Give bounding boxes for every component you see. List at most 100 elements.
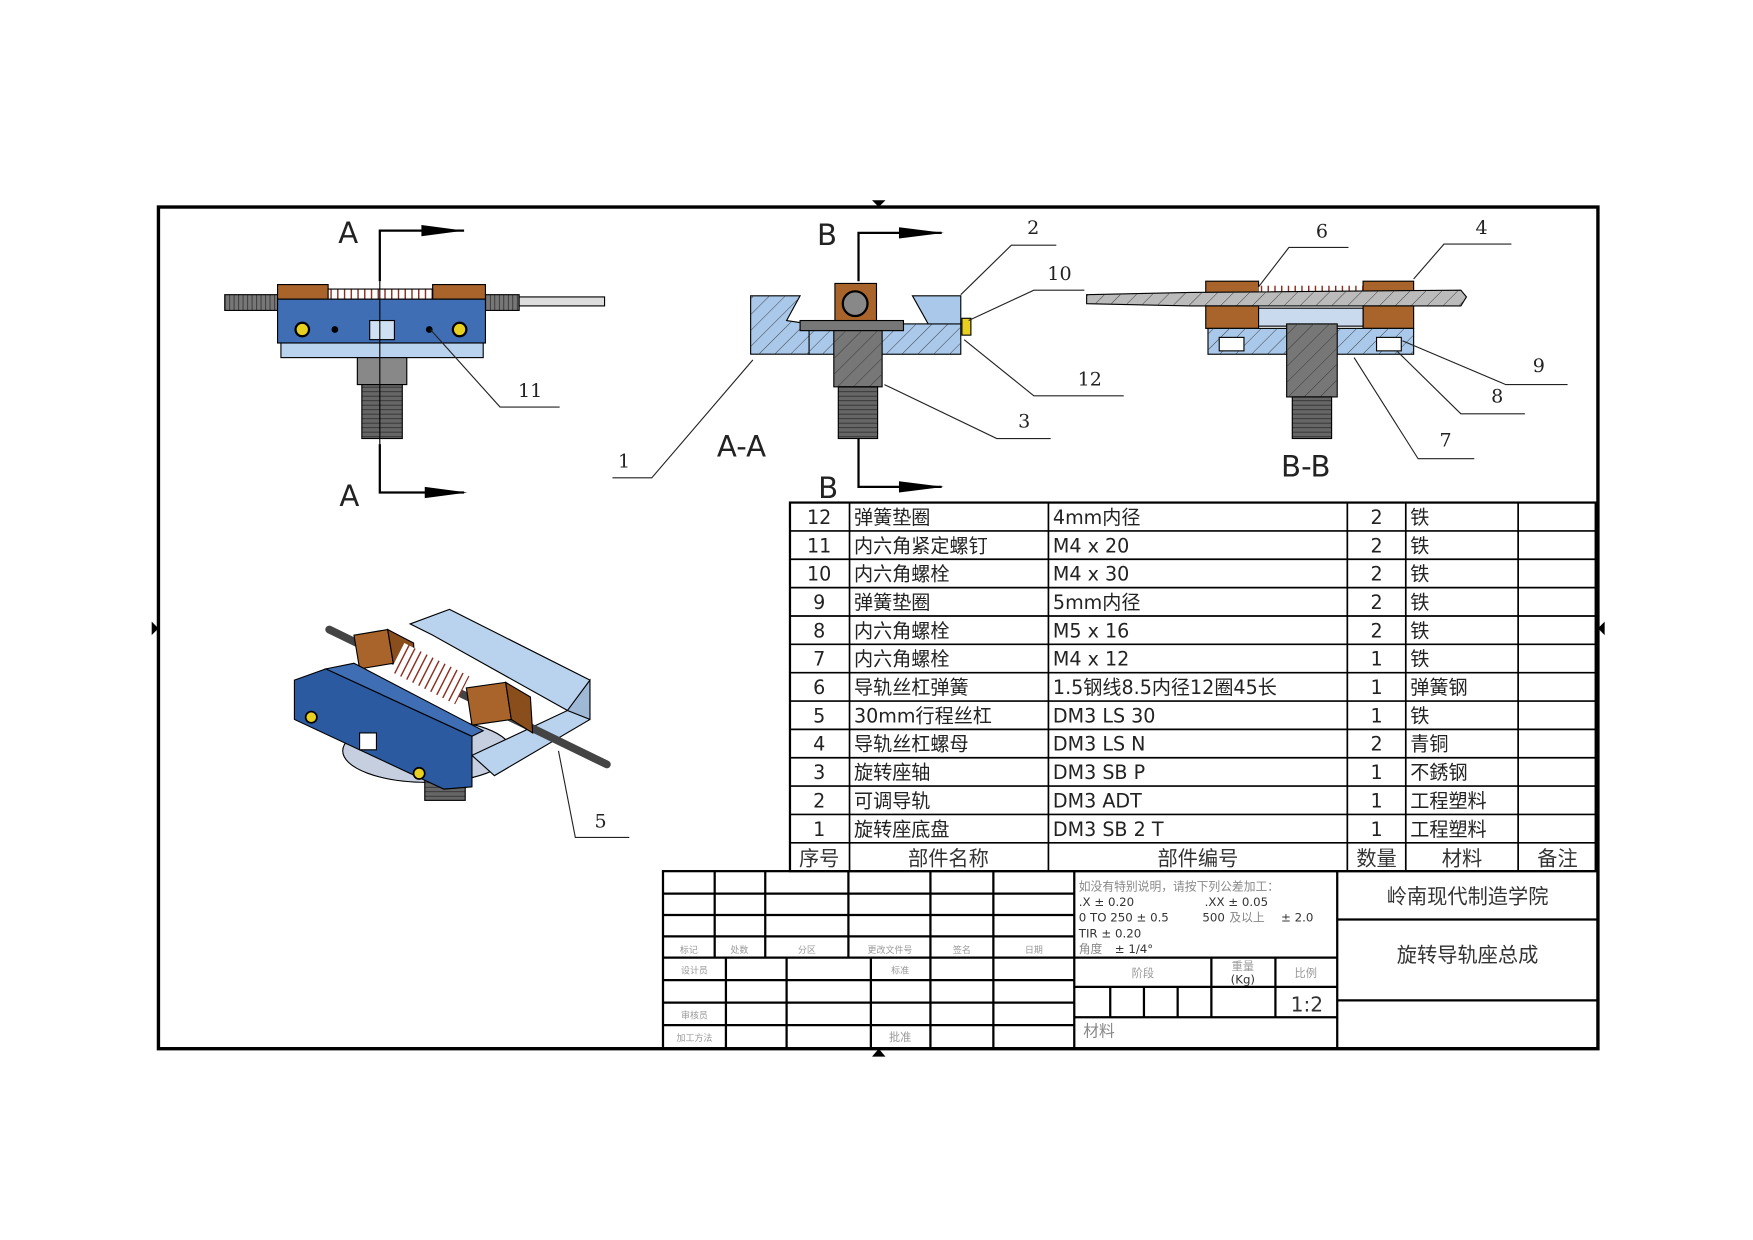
cell-name: 弹簧垫圈 bbox=[854, 591, 930, 614]
cell-no: 6 bbox=[813, 676, 825, 699]
cell-material: 不銹钢 bbox=[1410, 761, 1467, 784]
table-row: 2 可调导轨 DM3 ADT 1 工程塑料 bbox=[813, 789, 1487, 812]
header-no: 序号 bbox=[799, 847, 839, 871]
cell-name: 可调导轨 bbox=[854, 789, 930, 812]
cell-code: DM3 SB P bbox=[1053, 761, 1145, 784]
cell-qty: 1 bbox=[1370, 818, 1382, 841]
cell-name: 内六角紧定螺钉 bbox=[854, 534, 988, 557]
cell-name: 30mm行程丝杠 bbox=[854, 704, 992, 727]
balloon-8: 8 bbox=[1491, 385, 1503, 408]
view-label-bb: B-B bbox=[1281, 450, 1331, 484]
balloon-10: 10 bbox=[1047, 262, 1071, 285]
cell-material: 铁 bbox=[1410, 563, 1429, 586]
front-view bbox=[224, 281, 606, 445]
cell-no: 7 bbox=[813, 648, 825, 671]
cell-qty: 2 bbox=[1370, 563, 1382, 586]
label-standard: 标准 bbox=[891, 964, 909, 976]
cell-material: 铁 bbox=[1410, 619, 1429, 642]
section-label-a-bottom: A bbox=[339, 479, 359, 513]
leader-5: 5 bbox=[557, 750, 630, 839]
cell-code: DM3 SB 2 T bbox=[1053, 818, 1164, 841]
label-process: 加工方法 bbox=[677, 1032, 713, 1044]
cell-qty: 1 bbox=[1370, 704, 1382, 727]
cell-name: 导轨丝杠弹簧 bbox=[854, 676, 969, 699]
tolerance-range2-cn: 及以上 bbox=[1229, 911, 1265, 925]
section-label-a-top: A bbox=[338, 216, 358, 250]
balloon-1: 1 bbox=[618, 450, 630, 473]
drawing-title: 旋转导轨座总成 bbox=[1397, 943, 1539, 967]
leaders-bb: 6 4 9 8 7 bbox=[1258, 216, 1568, 460]
tolerance-range2-tol: ± 2.0 bbox=[1281, 911, 1313, 925]
leaders-aa: 2 10 12 3 1 bbox=[612, 216, 1124, 479]
cell-qty: 1 bbox=[1370, 676, 1382, 699]
cell-code: DM3 ADT bbox=[1053, 789, 1142, 812]
cell-qty: 1 bbox=[1370, 648, 1382, 671]
balloon-4: 4 bbox=[1475, 216, 1487, 239]
cell-qty: 2 bbox=[1370, 733, 1382, 756]
cell-qty: 1 bbox=[1370, 789, 1382, 812]
table-row: 6 导轨丝杠弹簧 1.5钢线8.5内径12圈45长 1 弹簧钢 bbox=[813, 676, 1467, 699]
school-name: 岭南现代制造学院 bbox=[1387, 885, 1549, 909]
section-label-b-bottom: B bbox=[818, 471, 838, 505]
label-approve: 批准 bbox=[889, 1030, 911, 1044]
cell-no: 10 bbox=[807, 563, 831, 586]
cell-qty: 2 bbox=[1370, 591, 1382, 614]
cell-material: 工程塑料 bbox=[1410, 789, 1486, 812]
tolerance-angle: ± 1/4° bbox=[1115, 942, 1153, 956]
label-weight-unit: (Kg) bbox=[1231, 973, 1255, 987]
section-bb-view: B-B bbox=[1086, 280, 1468, 484]
header-remark: 备注 bbox=[1537, 847, 1577, 871]
label-reviewer: 审核员 bbox=[681, 1009, 708, 1021]
cell-code: 4mm内径 bbox=[1053, 506, 1141, 529]
cell-qty: 2 bbox=[1370, 534, 1382, 557]
leader-11: 11 bbox=[429, 329, 560, 408]
cell-name: 内六角螺栓 bbox=[854, 563, 949, 586]
balloon-6: 6 bbox=[1316, 219, 1328, 242]
label-material: 材料 bbox=[1083, 1021, 1115, 1040]
cell-no: 11 bbox=[807, 534, 831, 557]
cell-code: M4 x 12 bbox=[1053, 648, 1129, 671]
cell-no: 2 bbox=[813, 789, 825, 812]
cell-no: 8 bbox=[813, 619, 825, 642]
balloon-9: 9 bbox=[1533, 354, 1545, 377]
tolerance-note: 如没有特别说明，请按下列公差加工： bbox=[1079, 879, 1279, 893]
label-designer: 设计员 bbox=[681, 964, 708, 976]
title-block: 标记 处数 分区 更改文件号 签名 日期 设计员 标准 审核员 加工方法 批准 … bbox=[661, 870, 1600, 1050]
cell-material: 弹簧钢 bbox=[1410, 676, 1467, 699]
header-code: 部件编号 bbox=[1157, 847, 1238, 871]
cell-code: 1.5钢线8.5内径12圈45长 bbox=[1053, 676, 1277, 699]
cell-qty: 2 bbox=[1370, 619, 1382, 642]
balloon-3: 3 bbox=[1018, 409, 1030, 432]
cell-code: DM3 LS N bbox=[1053, 733, 1146, 756]
cell-qty: 2 bbox=[1370, 506, 1382, 529]
isometric-view bbox=[293, 608, 611, 801]
cell-no: 9 bbox=[813, 591, 825, 614]
tolerance-angle-cn: 角度 bbox=[1079, 942, 1103, 956]
cell-name: 旋转座底盘 bbox=[854, 818, 949, 841]
cell-name: 内六角螺栓 bbox=[854, 648, 949, 671]
center-marks bbox=[151, 200, 1605, 1057]
label-scale: 比例 bbox=[1295, 966, 1317, 980]
cell-code: M4 x 20 bbox=[1053, 534, 1129, 557]
parts-table-header: 序号 部件名称 部件编号 数量 材料 备注 bbox=[799, 847, 1578, 871]
label-sign: 签名 bbox=[953, 944, 971, 956]
balloon-12: 12 bbox=[1078, 368, 1102, 391]
section-label-b-top: B bbox=[817, 218, 837, 252]
cell-material: 青铜 bbox=[1410, 733, 1448, 756]
label-date: 日期 bbox=[1025, 945, 1043, 956]
cell-no: 12 bbox=[807, 506, 831, 529]
label-zone: 分区 bbox=[798, 945, 816, 956]
cell-no: 1 bbox=[813, 818, 825, 841]
cell-qty: 1 bbox=[1370, 761, 1382, 784]
tolerance-x2: .XX ± 0.05 bbox=[1205, 895, 1268, 909]
cell-name: 导轨丝杠螺母 bbox=[854, 733, 969, 756]
